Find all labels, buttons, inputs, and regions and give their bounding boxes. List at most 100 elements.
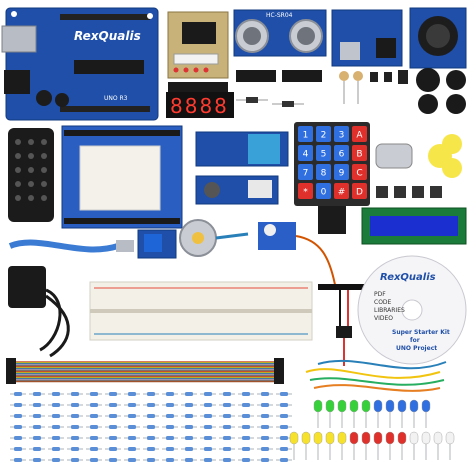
resistor	[185, 458, 193, 462]
resistor	[33, 458, 41, 462]
resistor	[166, 458, 174, 462]
led	[385, 431, 395, 445]
resistor	[242, 458, 250, 462]
ultrasonic-sensor: HC-SR04	[233, 9, 327, 57]
resistor	[166, 392, 174, 396]
cd-line-1: PDF	[374, 291, 386, 298]
resistor	[223, 447, 231, 451]
resistor	[204, 458, 212, 462]
led	[337, 431, 347, 445]
keypad-key	[316, 164, 331, 180]
wire-connector-right	[274, 358, 284, 384]
joystick-module	[409, 7, 467, 69]
keypad-key-label: 2	[321, 131, 327, 141]
resistor	[166, 447, 174, 451]
keypad-key-label: 4	[303, 150, 309, 160]
cd-title-2: for	[410, 337, 420, 344]
resistor	[261, 425, 269, 429]
keypad-key-label: 5	[321, 150, 327, 160]
keypad-key	[334, 126, 349, 142]
resistor	[71, 447, 79, 451]
resistor	[223, 392, 231, 396]
resistor	[52, 414, 60, 418]
resistor	[109, 403, 117, 407]
resistor	[223, 436, 231, 440]
resistor	[90, 458, 98, 462]
resistor	[280, 425, 288, 429]
keypad-key	[334, 145, 349, 161]
resistor	[52, 447, 60, 451]
loose-jumper-wires	[305, 359, 447, 392]
resistor	[280, 436, 288, 440]
jumper-wires	[6, 358, 284, 384]
cd-title-3: UNO Project	[396, 345, 437, 352]
resistor	[280, 403, 288, 407]
cd-line-2: CODE	[374, 299, 392, 306]
keypad-key	[316, 126, 331, 142]
resistor	[166, 403, 174, 407]
board-model: UNO R3	[104, 95, 128, 102]
resistor	[128, 392, 136, 396]
led	[361, 399, 371, 413]
resistor	[147, 447, 155, 451]
led	[337, 399, 347, 413]
resistor	[166, 436, 174, 440]
cd-brand: RexQualis	[380, 272, 436, 283]
resistor	[33, 392, 41, 396]
resistor	[147, 392, 155, 396]
cd-line-4: VIDEO	[374, 315, 393, 322]
resistor	[166, 425, 174, 429]
keypad-key-label: 1	[303, 131, 309, 141]
resistor	[261, 392, 269, 396]
led	[313, 431, 323, 445]
resistor	[52, 403, 60, 407]
resistor	[14, 436, 22, 440]
keypad-key-label: B	[356, 150, 362, 160]
keypad-key-label: 3	[339, 131, 345, 141]
resistor	[71, 436, 79, 440]
resistor	[147, 458, 155, 462]
keypad-key-label: 9	[339, 169, 345, 179]
led	[325, 431, 335, 445]
seven-segment-display: 8888	[166, 92, 234, 118]
led	[385, 399, 395, 413]
ic-chips	[168, 70, 322, 94]
resistor	[109, 425, 117, 429]
power-supply-module	[331, 9, 403, 67]
keypad-key	[334, 164, 349, 180]
resistor	[242, 425, 250, 429]
resistor	[14, 425, 22, 429]
led	[421, 399, 431, 413]
push-buttons	[376, 186, 442, 198]
resistor	[33, 436, 41, 440]
resistor	[71, 392, 79, 396]
resistor	[14, 414, 22, 418]
keypad-key-label: 7	[303, 169, 309, 179]
resistor	[147, 414, 155, 418]
resistor	[128, 458, 136, 462]
stepper-motor	[179, 219, 249, 257]
breadboard	[89, 281, 313, 341]
ultrasonic-label: HC-SR04	[266, 12, 293, 19]
resistor	[261, 458, 269, 462]
resistor	[185, 392, 193, 396]
keypad-key	[298, 164, 313, 180]
resistor	[109, 447, 117, 451]
resistor	[128, 425, 136, 429]
led	[445, 431, 455, 445]
resistor	[71, 403, 79, 407]
led	[325, 399, 335, 413]
keypad-key	[298, 145, 313, 161]
resistor	[242, 436, 250, 440]
resistor	[14, 403, 22, 407]
resistor	[242, 403, 250, 407]
usb-cable	[8, 239, 134, 253]
resistor	[14, 447, 22, 451]
wire-connector-left	[6, 358, 16, 384]
resistor	[185, 403, 193, 407]
led	[421, 431, 431, 445]
resistor	[242, 392, 250, 396]
keypad-key-label: D	[356, 188, 363, 198]
resistor	[109, 392, 117, 396]
resistor	[280, 414, 288, 418]
